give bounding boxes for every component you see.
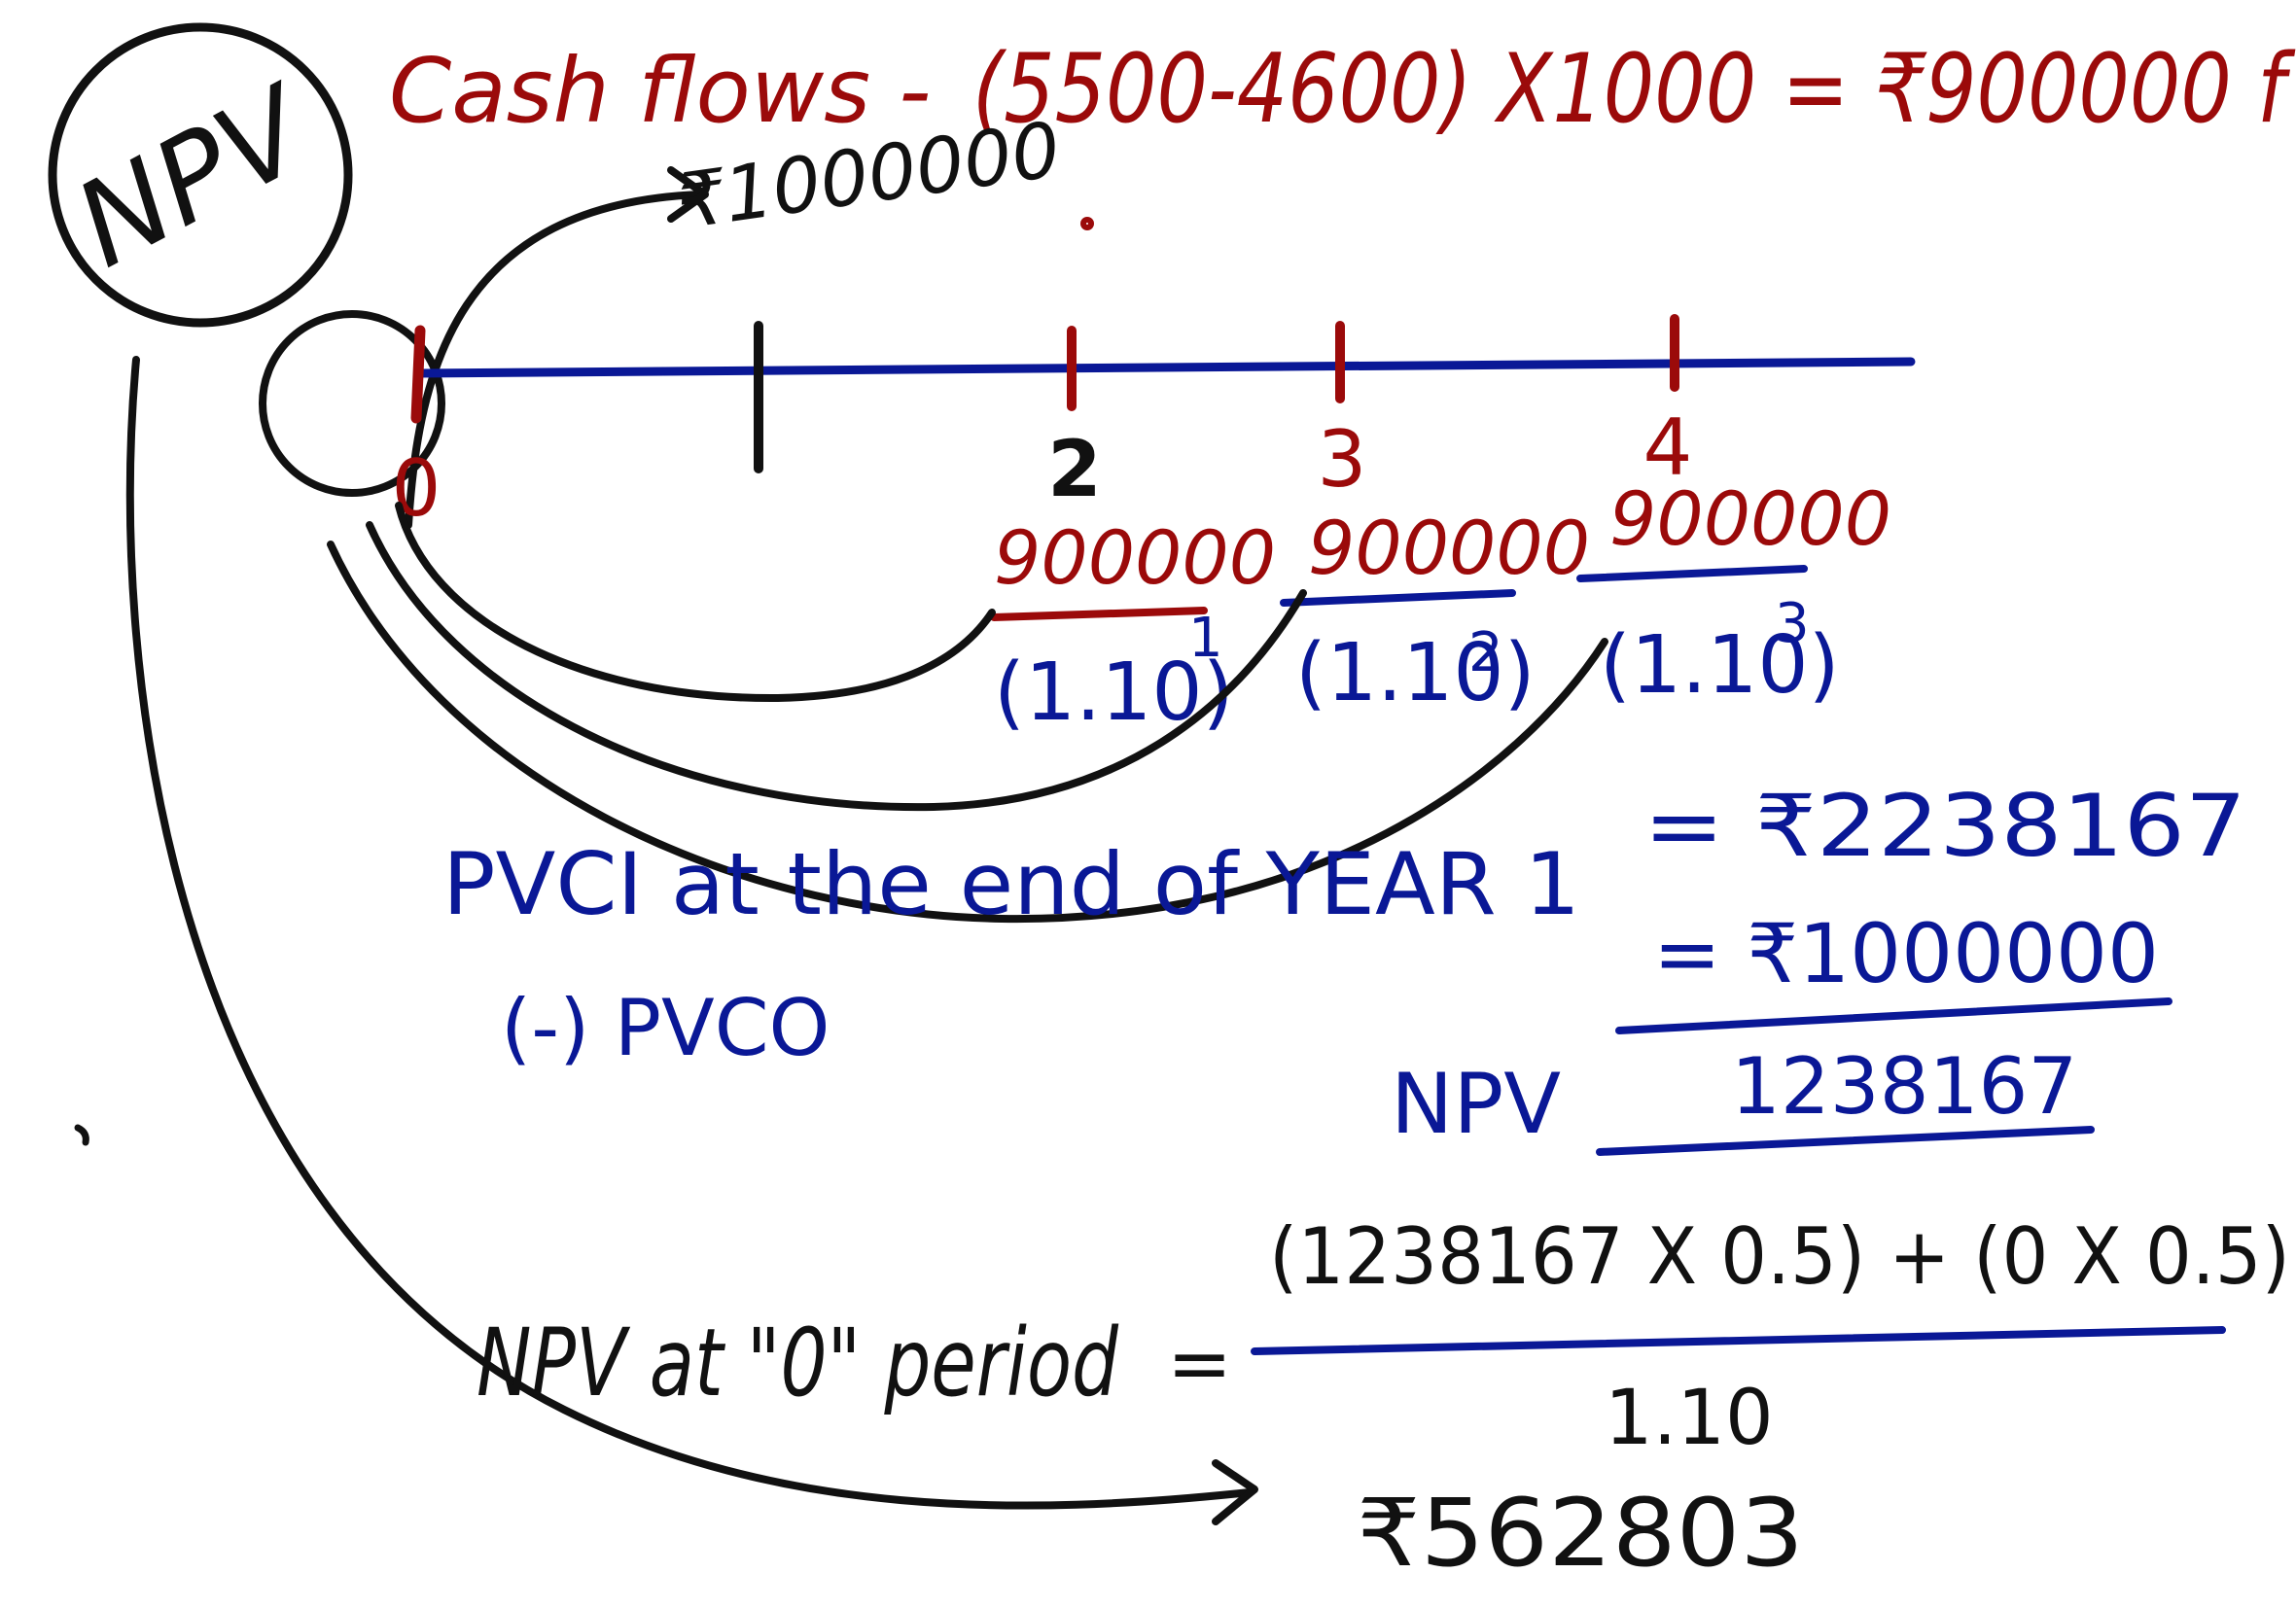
pvci-value: = ₹2238167 [1643,776,2246,876]
tick-label-4: 4 [1643,402,1693,493]
final-fraction-bar [1251,1326,2226,1355]
flow-1-numerator: 900000 [994,514,1276,601]
final-equals-sign: = [1167,1318,1232,1409]
npv-total-line [1596,1126,2095,1156]
flow-3-denominator: (1.10) [1600,619,1840,712]
pvci-label: PVCI at the end of YEAR 1 [442,834,1580,934]
npv-value: 1238167 [1731,1041,2077,1132]
flow-2-fraction-bar [1280,589,1516,607]
ink-dot [1080,217,1094,230]
final-numerator: (1238167 X 0.5) + (0 X 0.5) [1269,1211,2290,1302]
npv-subtotal-line [1615,997,2172,1034]
flow-3-numerator: 900000 [1609,475,1891,562]
tick-label-0: 0 [392,443,442,534]
outflow-arrow [405,191,704,529]
npv-circled-label: NPV [55,59,336,294]
pvco-label: (-) PVCO [501,983,830,1073]
flow-3-fraction-bar [1576,565,1808,582]
flow-1-fraction-bar [990,607,1208,621]
npv-circle [48,22,353,328]
npv-label: NPV [1391,1056,1561,1153]
discount-arc-2 [366,521,1307,812]
flow-2-numerator: 900000 [1308,505,1590,591]
outflow-arrow-head [667,166,709,223]
final-denominator: 1.10 [1605,1375,1774,1462]
flow-2-power: 2 [1468,621,1503,684]
tick-label-3: 3 [1318,414,1367,505]
ink-mark [74,1124,89,1146]
final-npv-label: NPV at "0" period [477,1309,1119,1417]
tick-label-2: 2 [1047,424,1102,514]
cash-flows-formula: (5500-4600) X1000 = ₹900000 f [972,34,2296,145]
final-result: ₹562803 [1357,1479,1804,1588]
cash-flows-label: Cash flows - [389,39,931,143]
pvco-value: = ₹1000000 [1653,906,2159,1001]
flow-2-denominator: (1.10) [1295,627,1536,719]
discount-arc-3 [327,541,1608,924]
tick-0 [410,325,426,424]
flow-3-power: 3 [1775,592,1810,655]
result-arrow-head [1212,1459,1258,1525]
discount-arc-1 [395,502,996,703]
period-zero-circle [259,310,445,497]
timeline-axis [413,357,1916,378]
result-arrow [125,356,1254,1510]
flow-1-power: 1 [1188,607,1223,670]
